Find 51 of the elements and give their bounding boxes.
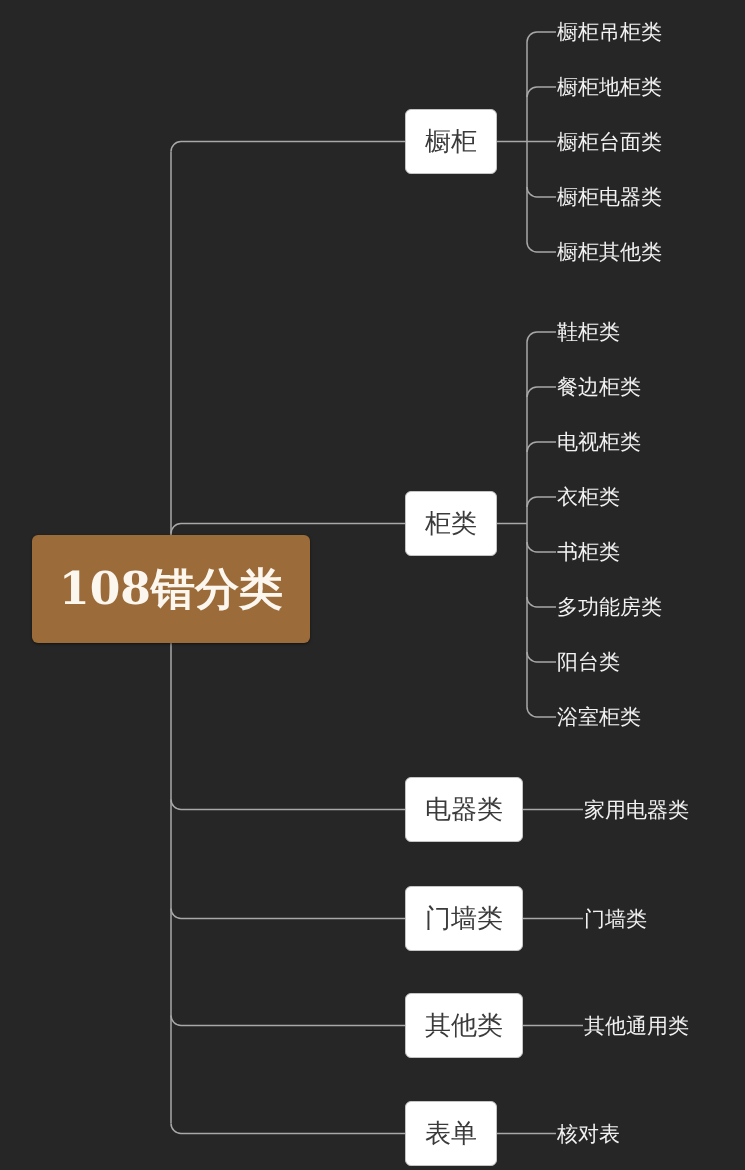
connector-trunk xyxy=(496,41,528,243)
connector-line xyxy=(526,241,557,253)
connector-line xyxy=(170,140,406,153)
subcategory-label: 门墙类 xyxy=(584,905,647,932)
connector-line xyxy=(526,186,557,198)
subcategory-label: 餐边柜类 xyxy=(557,374,641,400)
subcategory-label: 家用电器类 xyxy=(584,796,689,823)
subcategory-label: 电视柜类 xyxy=(557,429,641,455)
connector-line xyxy=(170,522,406,535)
connector-line xyxy=(526,441,557,453)
connector-line xyxy=(526,496,557,508)
subcategory-label: 橱柜其他类 xyxy=(557,239,662,265)
subcategory-label: 鞋柜类 xyxy=(557,319,620,345)
subcategory-label: 阳台类 xyxy=(557,649,620,675)
connector-line xyxy=(526,651,557,663)
subcategory-label: 衣柜类 xyxy=(557,484,620,510)
category-box: 其他类 xyxy=(405,993,523,1058)
connector-line xyxy=(170,907,406,920)
category-box: 表单 xyxy=(405,1101,497,1166)
subcategory-label: 橱柜电器类 xyxy=(557,184,662,210)
connector-line xyxy=(170,1014,406,1027)
connector-line xyxy=(526,706,557,718)
category-box: 柜类 xyxy=(405,491,497,556)
connector-line xyxy=(170,798,406,811)
connector-trunk xyxy=(170,150,172,536)
subcategory-label: 浴室柜类 xyxy=(557,704,641,730)
connector-line xyxy=(522,808,584,811)
subcategory-label: 其他通用类 xyxy=(584,1012,689,1039)
category-box: 电器类 xyxy=(405,777,523,842)
subcategory-label: 多功能房类 xyxy=(557,594,662,620)
connector-line xyxy=(526,596,557,608)
connector-line xyxy=(170,1122,406,1135)
connector-line xyxy=(526,541,557,553)
connector-line xyxy=(522,1024,584,1027)
connector-trunk xyxy=(496,341,528,708)
category-box: 橱柜 xyxy=(405,109,497,174)
connector-line xyxy=(526,331,557,343)
subcategory-label: 橱柜地柜类 xyxy=(557,74,662,100)
connector-line xyxy=(496,1132,557,1135)
connector-line xyxy=(526,386,557,398)
subcategory-label: 橱柜台面类 xyxy=(557,128,662,155)
connector-line xyxy=(522,917,584,920)
subcategory-label: 橱柜吊柜类 xyxy=(557,19,662,45)
connector-line xyxy=(526,31,557,43)
root-box: 108错分类 xyxy=(32,535,310,643)
connector-line xyxy=(526,140,557,143)
subcategory-label: 书柜类 xyxy=(557,539,620,565)
subcategory-label: 核对表 xyxy=(557,1120,620,1147)
category-box: 门墙类 xyxy=(405,886,523,951)
connector-line xyxy=(526,86,557,98)
connector-trunk xyxy=(170,642,172,1125)
